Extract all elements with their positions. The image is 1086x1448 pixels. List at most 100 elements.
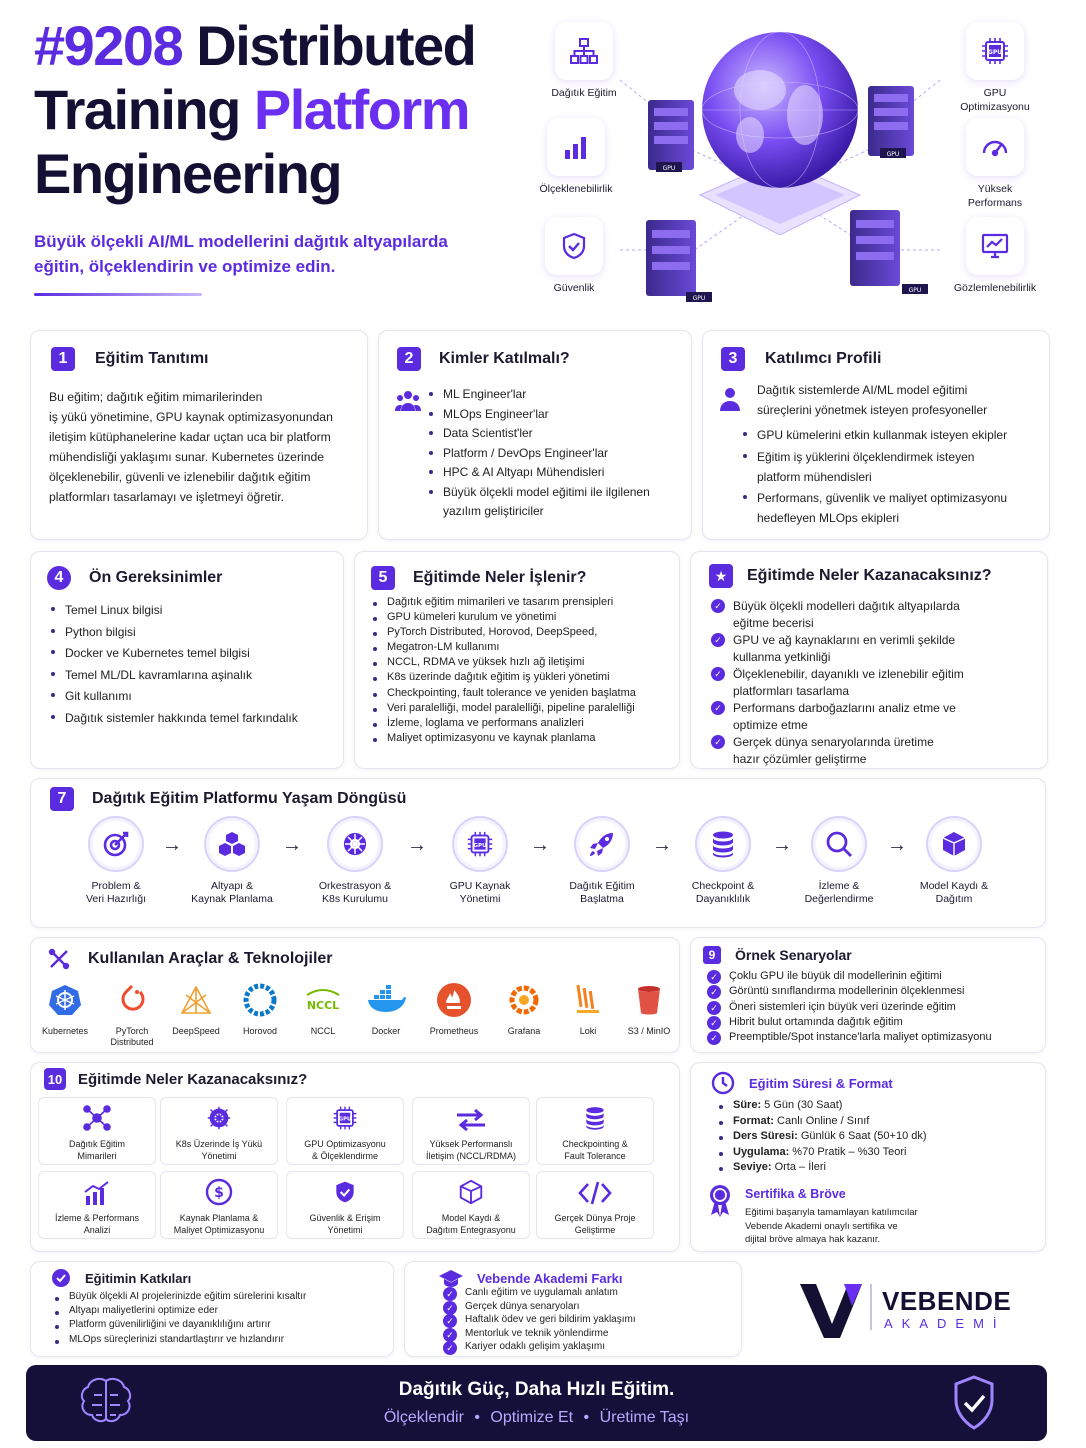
feature-observability: Gözlemlenebilirlik <box>940 217 1050 295</box>
gpu-server: GPU <box>868 86 914 158</box>
svg-text:$: $ <box>214 1185 224 1201</box>
flow-arrow: → <box>772 834 792 856</box>
contributions-list: Büyük ölçekli AI projelerinizde eğitim s… <box>53 1290 389 1347</box>
profile-list: GPU kümelerini etkin kullanmak isteyen e… <box>741 425 1041 529</box>
lifecycle-step <box>926 816 982 872</box>
title-word: Platform <box>253 78 471 141</box>
flow-arrow: → <box>407 834 427 856</box>
lifecycle-step <box>695 816 751 872</box>
globe-gpu-illustration: GPU GPU GPU GPU <box>619 31 941 302</box>
kubernetes-icon <box>49 985 81 1015</box>
lifecycle-step <box>811 816 867 872</box>
check-circle-icon <box>52 1269 70 1287</box>
hierarchy-icon <box>570 38 598 64</box>
feature-label: Dağıtık Eğitim <box>551 87 617 99</box>
tool-item: Loki <box>554 980 622 1037</box>
flow-arrow: → <box>282 834 302 856</box>
scenarios-list: Çoklu GPU ile büyük dil modellerinin eği… <box>707 969 1043 1046</box>
title-word: Distributed <box>196 14 477 77</box>
tool-item: Grafana <box>490 980 558 1037</box>
pytorch-icon <box>121 984 145 1011</box>
section-curriculum: 5 Eğitimde Neler İşlenir? Dağıtık eğitim… <box>354 551 680 769</box>
flow-arrow: → <box>652 834 672 856</box>
clock-icon <box>711 1071 735 1095</box>
svg-text:GPU: GPU <box>887 151 900 158</box>
code-icon <box>578 1181 612 1205</box>
section-title: Eğitimin Katkıları <box>85 1270 192 1286</box>
footer-tagline: Dağıtık Güç, Daha Hızlı Eğitim. <box>398 1379 675 1400</box>
dollar-icon: $ <box>205 1178 233 1206</box>
lifecycle-label: İzleme &Değerlendirme <box>804 880 874 905</box>
certificate-badge-icon <box>710 1185 730 1217</box>
tool-item: Prometheus <box>420 980 488 1037</box>
section-title: Eğitimde Neler İşlenir? <box>413 569 587 586</box>
subtitle-line: eğitin, ölçeklendirin ve optimize edin. <box>34 257 336 276</box>
deepspeed-icon <box>180 985 212 1014</box>
section-contributions: Eğitimin Katkıları Büyük ölçekli AI proj… <box>30 1261 394 1357</box>
lifecycle-step <box>574 816 630 872</box>
section-title: Dağıtık Eğitim Platformu Yaşam Döngüsü <box>92 790 407 807</box>
lifecycle-step <box>327 816 383 872</box>
section-number: 3 <box>721 347 745 371</box>
title-word: Training <box>34 78 241 141</box>
brand-name: VEBENDE <box>882 1286 1012 1316</box>
helm-icon <box>343 832 367 856</box>
lifecycle-step <box>204 816 260 872</box>
feature-label: Güvenlik <box>553 282 595 294</box>
section-number: 7 <box>50 787 74 811</box>
tool-item: Kubernetes <box>31 980 99 1037</box>
section-title: Eğitim Süresi & Format <box>749 1075 893 1091</box>
shield-check-icon <box>954 1375 994 1430</box>
gpu-chip-icon: GPU <box>467 831 493 857</box>
brand-logo: VEBENDE AKADEMİ <box>800 1274 1030 1344</box>
flow-arrow: → <box>887 834 907 856</box>
feature-scalability: Ölçeklenebilirlik <box>521 118 631 196</box>
rocket-icon <box>590 833 613 856</box>
graduation-cap-icon <box>439 1270 463 1287</box>
database-icon <box>586 1107 604 1130</box>
lifecycle-label: Problem &Veri Hazırlığı <box>85 880 147 905</box>
section-outcomes: ★ Eğitimde Neler Kazanacaksınız? Büyük ö… <box>690 551 1048 769</box>
network-nodes-icon <box>83 1105 111 1131</box>
gpu-chip-icon: GPU <box>982 38 1008 64</box>
feature-label: Ölçeklenebilirlik <box>539 183 613 195</box>
section-number: 10 <box>44 1068 66 1090</box>
bar-chart-icon <box>565 137 586 159</box>
gpu-server: GPU <box>646 220 712 302</box>
database-icon <box>713 831 733 858</box>
section-number: 5 <box>371 566 395 590</box>
skill-cell: Model Kaydı &Dağıtım Entegrasyonu <box>412 1171 530 1239</box>
shield-check-icon <box>336 1181 354 1203</box>
section-title: Kullanılan Araçlar & Teknolojiler <box>88 950 333 967</box>
tool-item: S3 / MinIO <box>615 980 683 1037</box>
skill-cell: $Kaynak Planlama &Maliyet Optimizasyonu <box>160 1171 278 1239</box>
loki-icon <box>576 984 599 1013</box>
footer-banner: Dağıtık Güç, Daha Hızlı Eğitim. Ölçeklen… <box>26 1365 1047 1441</box>
lifecycle-label: Checkpoint &Dayanıklılık <box>691 880 755 905</box>
lifecycle-step <box>88 816 144 872</box>
target-icon <box>103 831 129 857</box>
section-participant-profile: 3 Katılımcı Profili Dağıtık sistemlerde … <box>702 330 1050 540</box>
footer-keywords: Ölçeklendir • Optimize Et • Üretime Taşı <box>383 1409 690 1426</box>
bucket-icon <box>638 986 660 1015</box>
difference-list: Canlı eğitim ve uygulamalı anlatım Gerçe… <box>443 1286 743 1355</box>
shield-check-icon <box>562 232 586 260</box>
tool-item: Docker <box>352 980 420 1037</box>
cert-text: Eğitimi başarıyla tamamlayan katılımcıla… <box>745 1207 918 1245</box>
lifecycle-label: Orkestrasyon &K8s Kurulumu <box>318 880 392 905</box>
feature-label: Yüksek Performans <box>967 183 1023 209</box>
section-title: Örnek Senaryolar <box>735 947 852 963</box>
section-duration: Eğitim Süresi & Format Süre: 5 Gün (30 S… <box>690 1062 1046 1252</box>
svg-text:GPU: GPU <box>693 295 706 302</box>
section-lifecycle <box>30 778 1046 928</box>
svg-text:GPU: GPU <box>473 843 487 849</box>
flow-arrow: → <box>530 834 550 856</box>
